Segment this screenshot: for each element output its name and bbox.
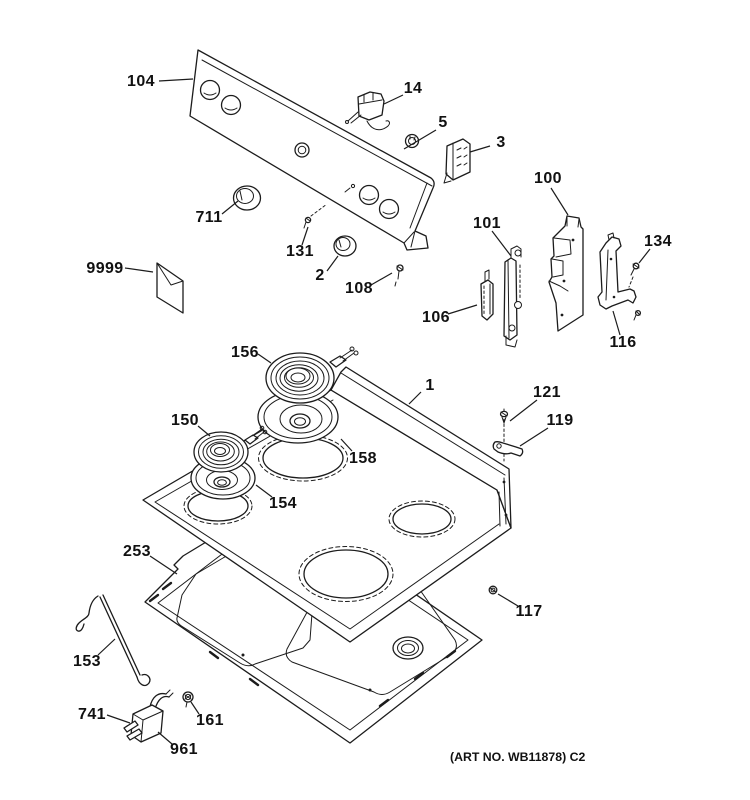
leader-253 [149,555,178,575]
callout-253: 253 [123,543,151,560]
leader-14 [383,94,404,105]
plug-connector-961 [123,689,174,743]
trim-116 [597,232,637,310]
callout-156: 156 [231,344,259,361]
callout-134: 134 [644,233,672,250]
center-hole [294,142,310,158]
callout-1: 1 [425,377,434,394]
callout-101: 101 [473,215,501,232]
callout-131: 131 [286,243,314,260]
switch-14 [345,91,390,131]
callout-labels: 104 14 5 3 100 711 101 134 131 2 9999 10… [73,73,672,758]
clip-119 [492,441,524,457]
leader-156 [257,353,272,364]
leader-121 [509,399,538,422]
callout-104: 104 [127,73,155,90]
support-rod-153 [75,594,151,687]
nut-117 [488,585,498,595]
leader-150 [197,425,211,437]
leader-100 [550,187,569,216]
callout-106: 106 [422,309,450,326]
screw-121 [499,408,509,462]
leader-161 [190,701,200,715]
screw-108 [394,264,404,287]
leader-961 [157,731,173,745]
leader-9999 [124,267,154,273]
callout-117: 117 [515,603,542,620]
knob-hole [220,94,242,116]
knob-hole [358,184,380,206]
knob-hole [378,198,400,220]
leader-131 [301,226,309,246]
callout-100: 100 [534,170,562,187]
control-panel-104 [189,49,435,251]
screw-134 [628,262,642,321]
callout-711: 711 [195,209,222,226]
leader-2 [326,255,339,272]
leader-153 [97,638,116,656]
leader-5 [403,129,437,150]
callout-119: 119 [546,412,573,429]
plug-prongs-741 [123,720,139,733]
leader-117 [497,593,519,607]
art-number-caption: (ART NO. WB11878) C2 [450,750,585,764]
leader-134 [638,248,651,264]
callout-5: 5 [438,114,447,131]
leader-3 [469,145,491,153]
callout-158: 158 [349,450,377,467]
bracket-101 [503,245,522,348]
callout-9999: 9999 [86,260,123,277]
leader-741 [106,714,131,724]
knob-711 [232,185,262,211]
leader-154 [255,484,273,498]
leader-158 [340,438,353,452]
callout-161: 161 [196,712,224,729]
callout-108: 108 [345,280,373,297]
leader-711 [221,200,239,215]
bracket-106 [480,269,494,321]
switch-3 [443,138,471,184]
leader-lines [97,78,651,745]
callout-153: 153 [73,653,101,670]
leader-119 [519,427,549,447]
knob-hole [199,79,221,101]
callout-154: 154 [269,495,297,512]
coil-element-150 [193,425,268,473]
callout-14: 14 [404,80,423,97]
callout-121: 121 [533,384,561,401]
callout-2: 2 [315,267,324,284]
callout-3: 3 [496,134,505,151]
leader-1 [408,391,422,405]
callout-150: 150 [171,412,199,429]
nut-161 [182,691,194,708]
screw-131 [303,203,328,229]
callout-116: 116 [609,334,636,351]
callout-961: 961 [170,741,198,758]
knob-2 [333,235,357,257]
panel-100 [548,215,584,332]
leader-116 [612,310,621,336]
leader-104 [158,78,194,82]
envelope-9999 [156,262,184,314]
leader-108 [370,272,393,286]
coil-element-156 [265,346,359,404]
leader-106 [447,304,478,315]
callout-741: 741 [78,706,106,723]
leader-101 [491,230,512,257]
